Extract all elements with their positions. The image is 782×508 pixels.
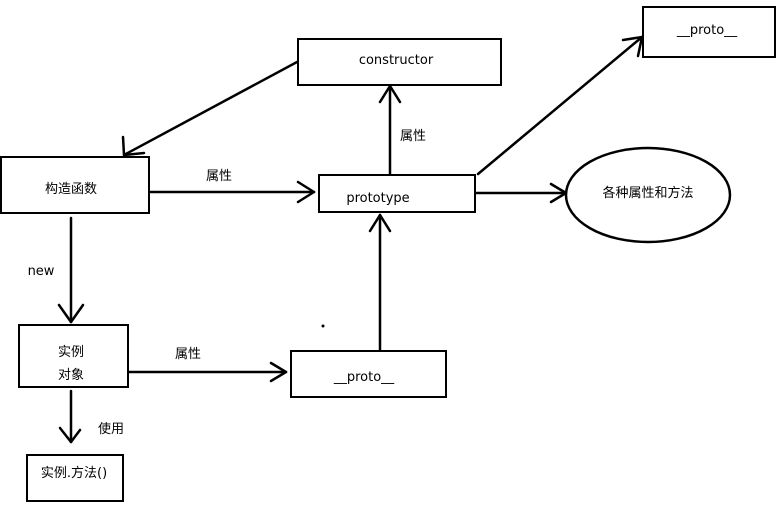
proto-top-label: __proto__	[676, 23, 738, 38]
proto-bottom-box	[290, 350, 447, 398]
instance-box	[18, 324, 129, 388]
methods-label: 各种属性和方法	[602, 186, 694, 201]
edge-label-new: new	[27, 264, 55, 279]
arrowhead-proto-to-prototype	[368, 213, 392, 233]
constructor-fn-label: 构造函数	[44, 182, 98, 197]
edge-label-fn-to-prototype: 属性	[205, 169, 233, 184]
methods-ellipse	[564, 146, 732, 244]
proto-bottom-label: __proto__	[333, 370, 395, 385]
edge-label-use: 使用	[97, 422, 125, 437]
arrowhead-instance-to-method	[58, 426, 82, 444]
arrowhead-fn-to-instance	[57, 303, 85, 324]
stray-dot	[321, 324, 325, 328]
arrowhead-prototype-to-constructor	[378, 84, 402, 104]
instance-label-line2: 对象	[57, 368, 85, 383]
arrowhead-constructor-to-fn	[121, 135, 146, 157]
instance-method-label: 实例.方法()	[40, 466, 108, 481]
constructor-box	[297, 38, 502, 86]
proto-top-box	[642, 6, 776, 58]
edge-prototype-to-proto-top	[476, 35, 644, 176]
edge-label-instance-to-proto: 属性	[174, 347, 202, 362]
instance-label-line1: 实例	[57, 345, 85, 360]
prototype-box	[318, 174, 476, 213]
edge-constructor-to-fn	[122, 60, 299, 157]
arrowhead-instance-to-proto	[269, 361, 288, 383]
edge-label-prototype-to-constructor: 属性	[399, 129, 427, 144]
constructor-label: constructor	[358, 53, 434, 68]
arrowhead-fn-to-prototype	[296, 180, 316, 204]
instance-method-box	[26, 454, 124, 502]
prototype-label: prototype	[346, 191, 410, 206]
constructor-fn-box	[0, 156, 150, 214]
